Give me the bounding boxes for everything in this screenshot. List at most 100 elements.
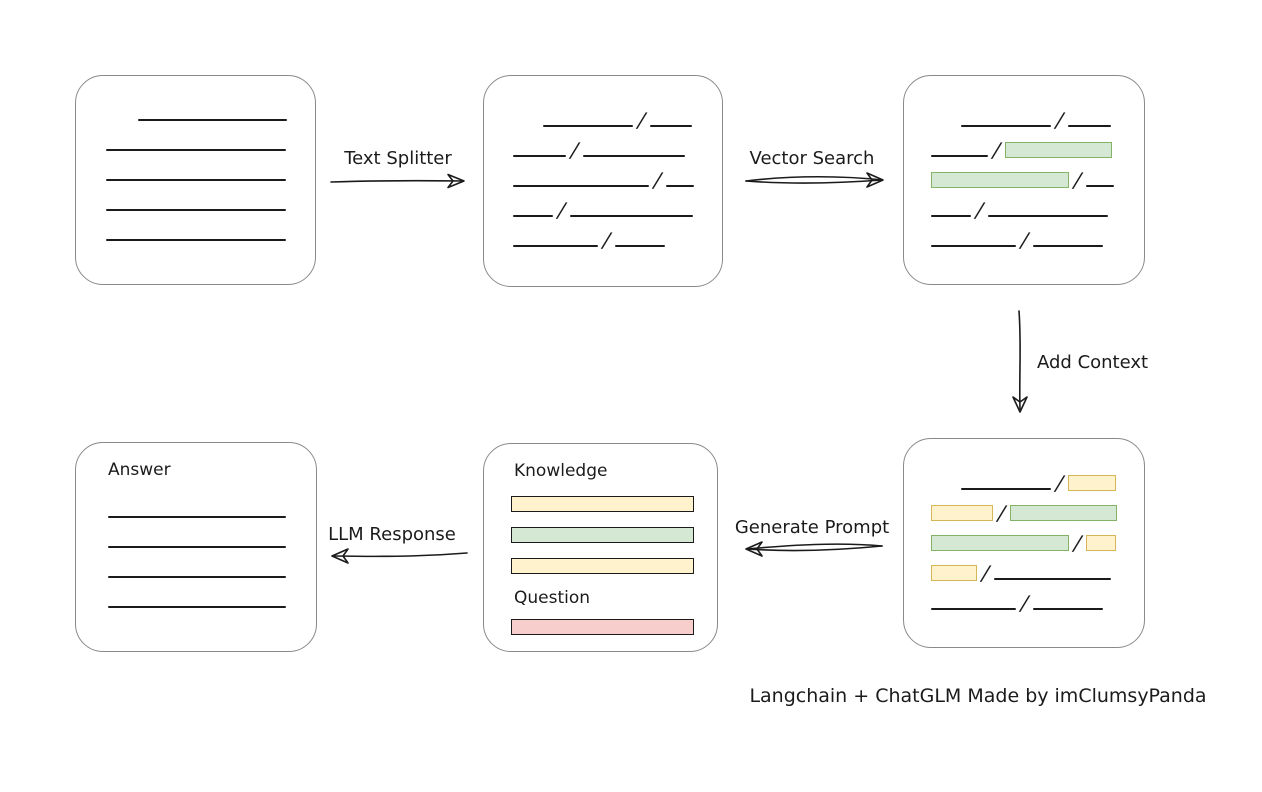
segment-row: /: [931, 218, 1144, 252]
segment-row: /: [513, 128, 722, 162]
generate-prompt-arrow: [745, 541, 883, 557]
yellow-highlight-chip: [1067, 475, 1116, 491]
slash-separator: /: [991, 138, 1002, 162]
segment-row: [106, 212, 315, 242]
segment-row: /: [513, 218, 722, 252]
text-line: [614, 245, 665, 247]
answer-node: Answer: [75, 442, 317, 652]
slash-separator: /: [652, 168, 663, 192]
text-line: [961, 125, 1051, 127]
answer-content: Answer: [76, 443, 316, 609]
answer-label: Answer: [108, 460, 171, 480]
llm-response-arrow: [331, 548, 468, 564]
text-line: [1032, 608, 1103, 610]
split-text-lines: / / / / /: [484, 76, 722, 286]
segment-row: /: [961, 98, 1144, 132]
vector-search-label: Vector Search: [749, 148, 875, 169]
knowledge-bars: [511, 496, 717, 574]
slash-separator: /: [1072, 531, 1083, 555]
text-line: [543, 125, 633, 127]
text-line: [931, 245, 1016, 247]
text-splitter-arrow: [330, 173, 465, 189]
text-line: [106, 239, 286, 241]
text-line: [931, 608, 1016, 610]
segment-row: /: [961, 461, 1144, 495]
slash-separator: /: [556, 198, 567, 222]
text-line: [1085, 185, 1114, 187]
yellow-highlight-chip: [931, 565, 977, 581]
vector-search-arrow: [745, 172, 884, 188]
knowledge-label: Knowledge: [514, 461, 608, 481]
segment-row: [108, 579, 316, 609]
segment-row: [138, 92, 315, 122]
slash-separator: /: [980, 561, 991, 585]
text-line: [108, 516, 286, 518]
segment-row: /: [931, 521, 1144, 555]
segment-row: /: [513, 188, 722, 222]
segment-row: [108, 519, 316, 549]
text-line: [108, 546, 286, 548]
green-highlight-chip: [931, 535, 1069, 551]
slash-separator: /: [636, 108, 647, 132]
green-highlight-chip: [931, 172, 1069, 188]
segment-row: [106, 182, 315, 212]
text-line: [961, 488, 1051, 490]
segment-row: /: [931, 128, 1144, 162]
text-line: [108, 606, 286, 608]
segment-row: /: [931, 581, 1144, 615]
slash-separator: /: [996, 501, 1007, 525]
question-label: Question: [514, 588, 591, 608]
text-line: [569, 215, 693, 217]
add-context-label: Add Context: [1037, 352, 1149, 373]
text-line: [513, 185, 649, 187]
slash-separator: /: [1019, 591, 1030, 615]
segment-row: /: [931, 551, 1144, 585]
vector-matches-lines: / / / / /: [904, 76, 1144, 284]
slash-separator: /: [1054, 471, 1065, 495]
text-line: [1032, 245, 1103, 247]
split-text-node: / / / / /: [483, 75, 723, 287]
segment-row: [106, 152, 315, 182]
segment-row: /: [931, 188, 1144, 222]
document-lines: [76, 76, 315, 284]
green-highlight-chip: [1004, 142, 1112, 158]
text-line: [582, 155, 685, 157]
text-line: [649, 125, 692, 127]
slash-separator: /: [1072, 168, 1083, 192]
segment-row: [108, 489, 316, 519]
add-context-arrow: [1012, 310, 1028, 413]
question-red-bar: [511, 619, 694, 635]
slash-separator: /: [1054, 108, 1065, 132]
knowledge-green-bar: [511, 527, 694, 543]
text-line: [931, 155, 988, 157]
knowledge-yellow-bar: [511, 558, 694, 574]
segment-row: /: [931, 158, 1144, 192]
vector-matches-node: / / / / /: [903, 75, 1145, 285]
generate-prompt-label: Generate Prompt: [734, 517, 890, 538]
segment-row: [106, 122, 315, 152]
green-highlight-chip: [1009, 505, 1117, 521]
text-line: [106, 209, 286, 211]
text-line: [1067, 125, 1111, 127]
text-line: [106, 179, 286, 181]
text-line: [987, 215, 1108, 217]
caption-credit: Langchain + ChatGLM Made by imClumsyPand…: [749, 685, 1207, 707]
question-bars: [511, 619, 717, 635]
text-line: [108, 576, 286, 578]
slash-separator: /: [601, 228, 612, 252]
text-line: [993, 578, 1111, 580]
segment-row: /: [543, 98, 722, 132]
slash-separator: /: [974, 198, 985, 222]
text-line: [513, 245, 598, 247]
text-line: [106, 149, 286, 151]
knowledge-yellow-bar: [511, 496, 694, 512]
text-line: [931, 215, 971, 217]
answer-lines: [108, 489, 316, 609]
text-line: [513, 155, 566, 157]
slash-separator: /: [569, 138, 580, 162]
yellow-highlight-chip: [1085, 535, 1116, 551]
slash-separator: /: [1019, 228, 1030, 252]
text-line: [138, 119, 287, 121]
prompt-node: Knowledge Question: [483, 443, 718, 652]
